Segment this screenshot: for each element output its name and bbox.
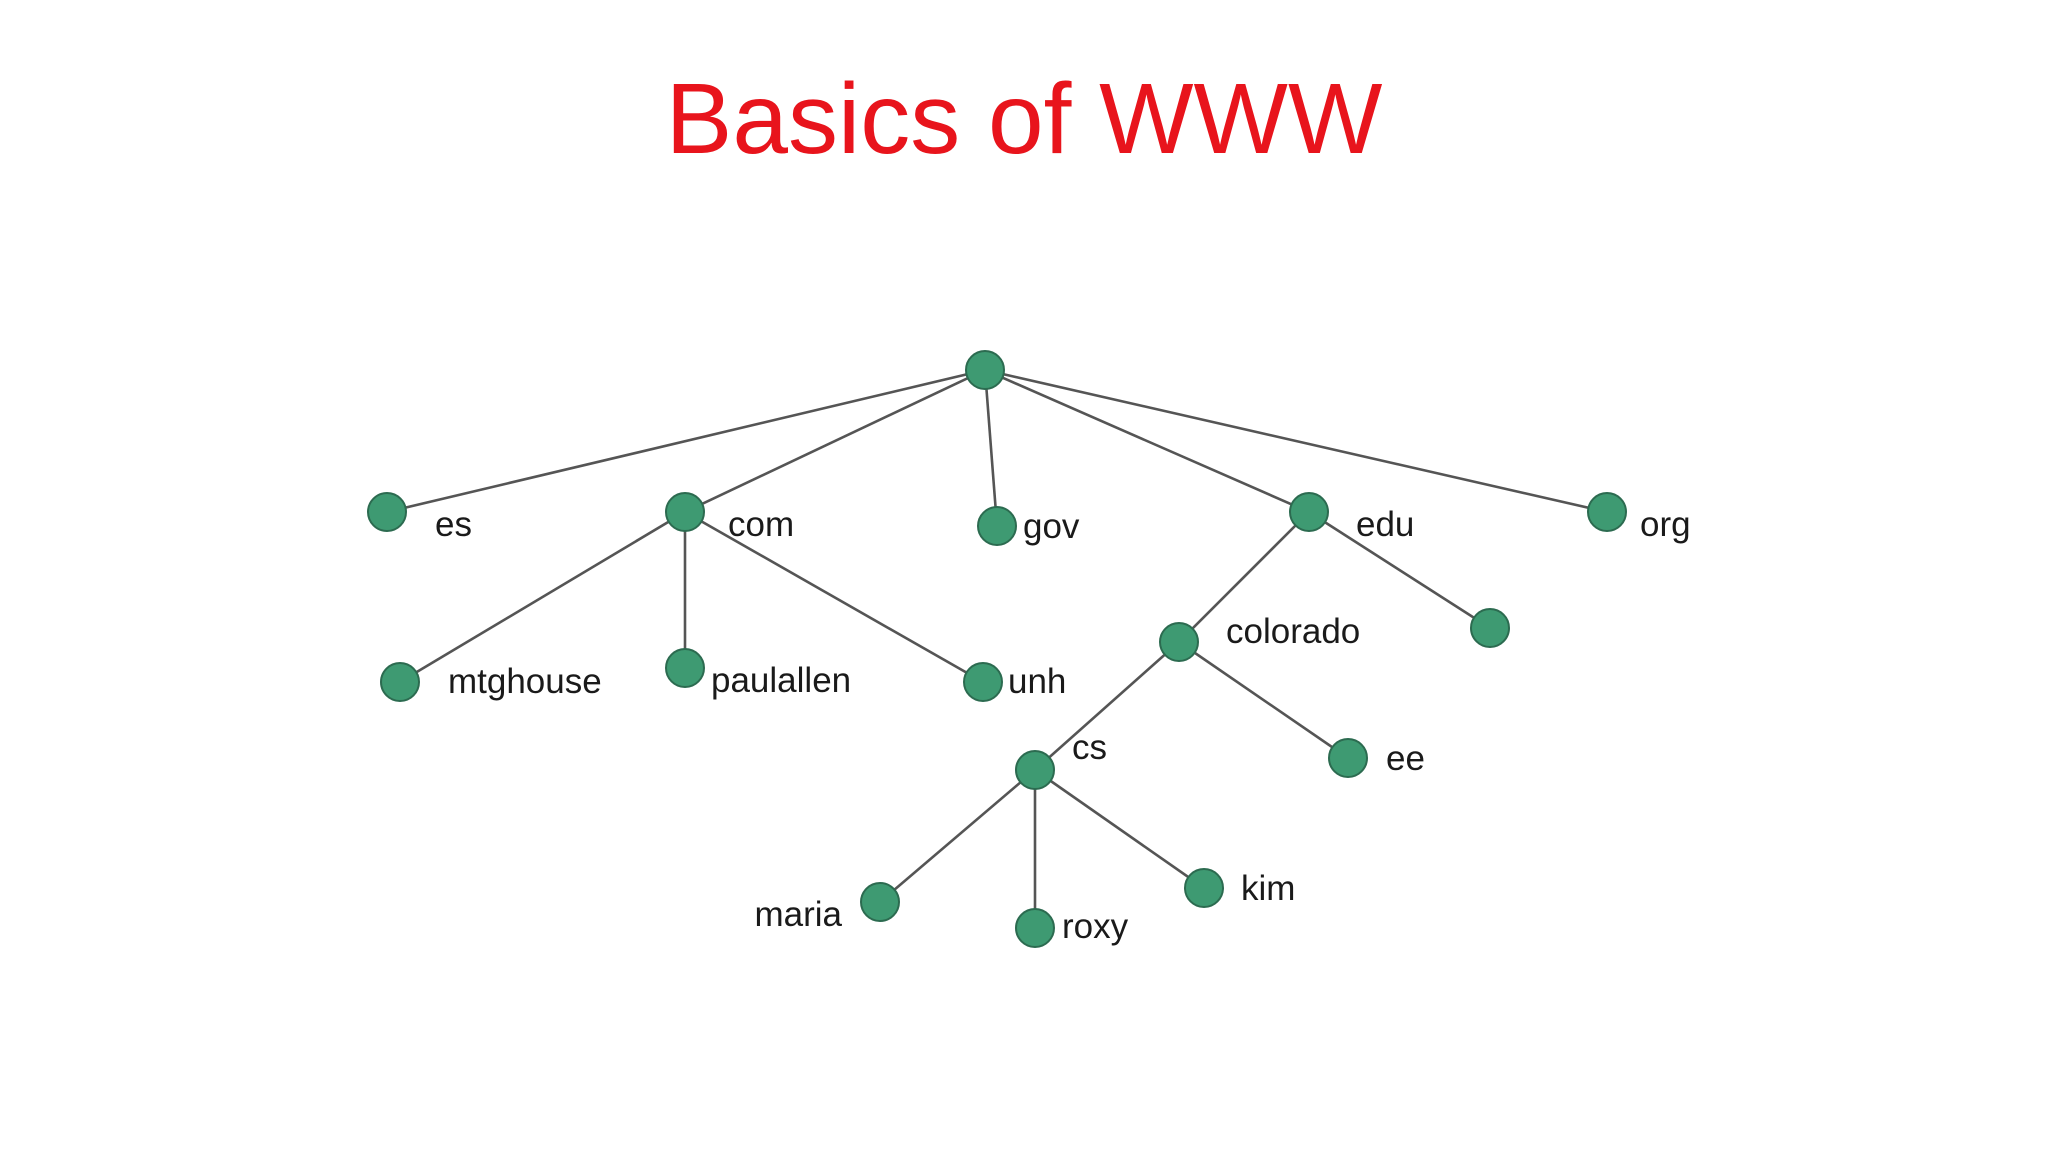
node-ee	[1328, 738, 1368, 778]
node-label-roxy: roxy	[1062, 907, 1129, 946]
edge-cs-maria	[879, 769, 1036, 903]
edge-root-com	[684, 368, 986, 514]
node-kim	[1184, 868, 1224, 908]
node-unh	[963, 662, 1003, 702]
node-mtghouse	[380, 662, 420, 702]
node-roxy	[1015, 908, 1055, 948]
node-label-maria: maria	[754, 895, 842, 934]
edge-edu-colorado	[1178, 511, 1310, 643]
node-label-ee: ee	[1386, 739, 1425, 778]
edge-root-edu	[984, 368, 1310, 514]
node-org	[1587, 492, 1627, 532]
edge-colorado-cs	[1034, 641, 1180, 771]
edge-cs-kim	[1034, 768, 1205, 890]
node-label-es: es	[435, 505, 472, 544]
node-colorado	[1159, 622, 1199, 662]
node-label-gov: gov	[1023, 507, 1080, 546]
node-es	[367, 492, 407, 532]
edge-colorado-ee	[1178, 640, 1349, 760]
node-gov	[977, 506, 1017, 546]
edge-root-org	[984, 368, 1608, 514]
node-label-paulallen: paulallen	[711, 661, 851, 700]
node-root	[965, 350, 1005, 390]
node-maria	[860, 882, 900, 922]
node-label-kim: kim	[1241, 869, 1295, 908]
edge-root-es	[386, 368, 986, 514]
node-cs	[1015, 750, 1055, 790]
node-label-mtghouse: mtghouse	[448, 662, 602, 701]
edge-edu-edu-unnamed	[1308, 510, 1491, 630]
node-label-colorado: colorado	[1226, 612, 1360, 651]
node-label-unh: unh	[1008, 662, 1066, 701]
node-label-org: org	[1640, 505, 1691, 544]
node-com	[665, 492, 705, 532]
node-edu-unnamed	[1470, 608, 1510, 648]
edge-com-unh	[684, 510, 984, 684]
node-paulallen	[665, 648, 705, 688]
node-edu	[1289, 492, 1329, 532]
edge-com-mtghouse	[399, 510, 686, 684]
edge-root-gov	[983, 369, 999, 527]
slide-title: Basics of WWW	[665, 63, 1383, 175]
node-label-edu: edu	[1356, 505, 1414, 544]
node-label-cs: cs	[1072, 728, 1107, 767]
node-label-com: com	[728, 505, 794, 544]
